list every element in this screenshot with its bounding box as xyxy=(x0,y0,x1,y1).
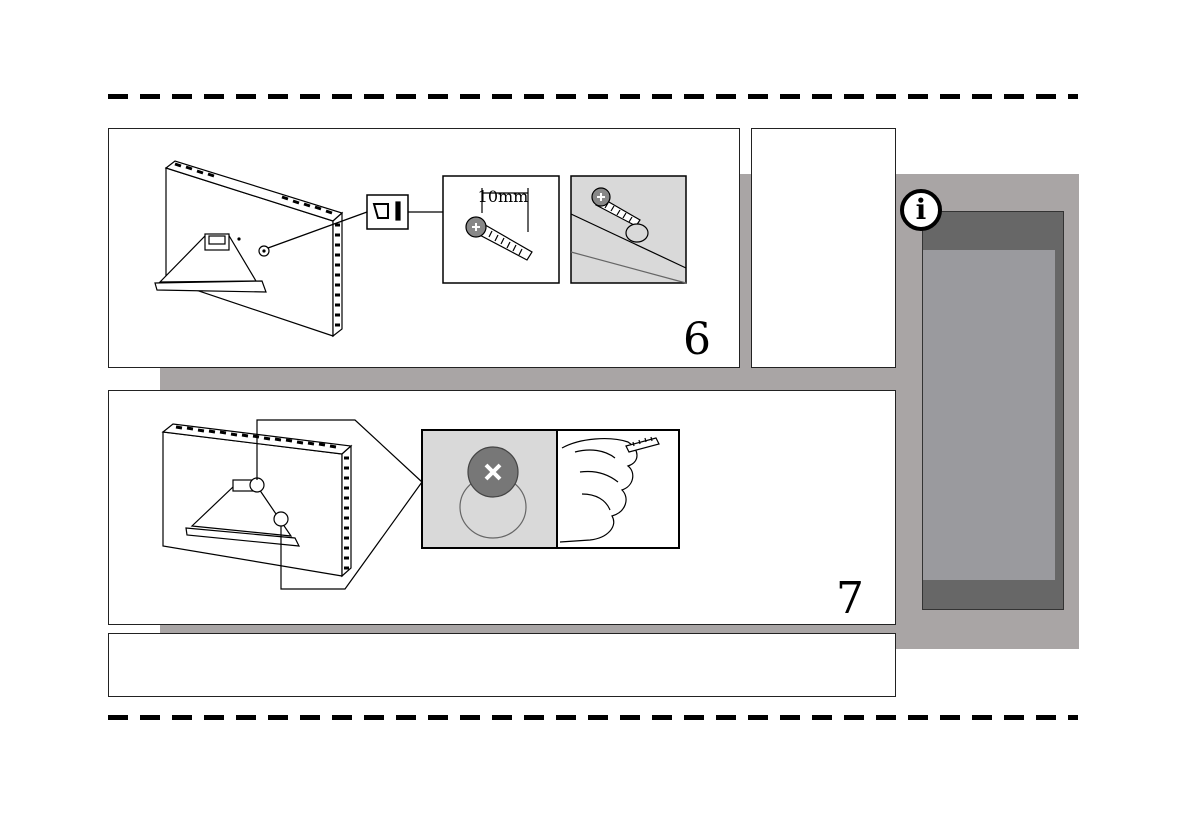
screw-location-lower xyxy=(274,512,288,526)
step-7-number: 7 xyxy=(836,577,864,621)
screw-location-top xyxy=(250,478,264,492)
